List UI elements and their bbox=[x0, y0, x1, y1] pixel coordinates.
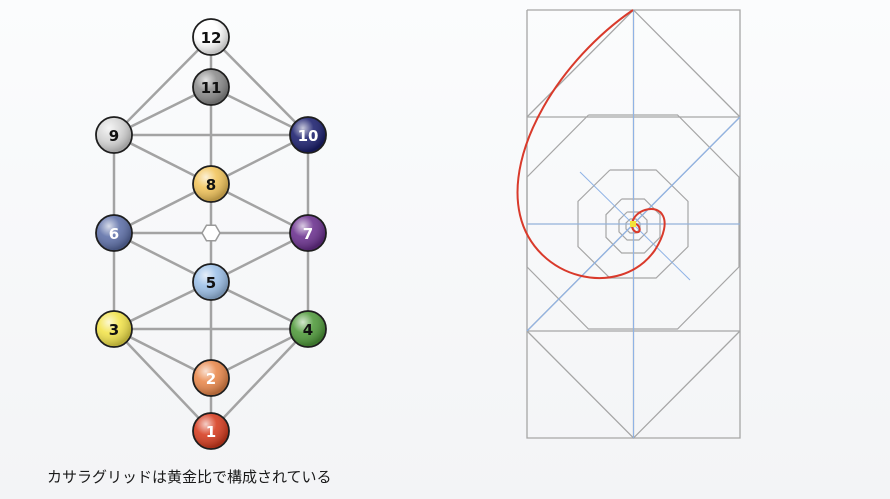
node-7: 7 bbox=[289, 214, 327, 252]
node-label: 5 bbox=[206, 274, 216, 292]
edge-12-10 bbox=[210, 36, 309, 136]
octagon-2 bbox=[577, 169, 689, 279]
node-4: 4 bbox=[289, 310, 327, 348]
outer-frame bbox=[526, 9, 741, 439]
node-sheen bbox=[97, 118, 131, 152]
edge-12-9 bbox=[113, 36, 212, 136]
node-6: 6 bbox=[95, 214, 133, 252]
node-5: 5 bbox=[192, 263, 230, 301]
node-sheen bbox=[194, 361, 228, 395]
node-12: 12 bbox=[192, 18, 230, 56]
node-11: 11 bbox=[192, 68, 230, 106]
node-label: 11 bbox=[201, 79, 222, 97]
node-3: 3 bbox=[95, 310, 133, 348]
caption-text: カサラグリッドは黄金比で構成されている bbox=[47, 468, 332, 486]
node-label: 12 bbox=[201, 29, 222, 47]
golden-spiral-curve bbox=[516, 9, 666, 279]
center-hexagon bbox=[201, 224, 221, 242]
node-label: 7 bbox=[303, 225, 313, 243]
octagon-3 bbox=[605, 198, 661, 254]
node-sheen bbox=[291, 118, 325, 152]
node-sheen bbox=[97, 312, 131, 346]
node-1: 1 bbox=[192, 412, 230, 450]
node-label: 9 bbox=[109, 127, 119, 145]
node-8: 8 bbox=[192, 165, 230, 203]
node-2: 2 bbox=[192, 359, 230, 397]
node-9: 9 bbox=[95, 116, 133, 154]
node-sheen bbox=[194, 20, 228, 54]
node-label: 1 bbox=[206, 423, 216, 441]
node-sheen bbox=[194, 167, 228, 201]
node-label: 4 bbox=[303, 321, 313, 339]
node-sheen bbox=[291, 312, 325, 346]
edge-3-1 bbox=[113, 328, 212, 432]
node-sheen bbox=[97, 216, 131, 250]
octagon-1 bbox=[526, 114, 740, 330]
node-label: 3 bbox=[109, 321, 119, 339]
node-sheen bbox=[291, 216, 325, 250]
spiral-center-marker bbox=[630, 221, 636, 227]
node-label: 10 bbox=[298, 127, 319, 145]
node-sheen bbox=[194, 265, 228, 299]
node-sheen bbox=[194, 414, 228, 448]
node-label: 2 bbox=[206, 370, 216, 388]
edge-4-1 bbox=[210, 328, 309, 432]
node-10: 10 bbox=[289, 116, 327, 154]
node-label: 8 bbox=[206, 176, 216, 194]
node-sheen bbox=[194, 70, 228, 104]
node-label: 6 bbox=[109, 225, 119, 243]
